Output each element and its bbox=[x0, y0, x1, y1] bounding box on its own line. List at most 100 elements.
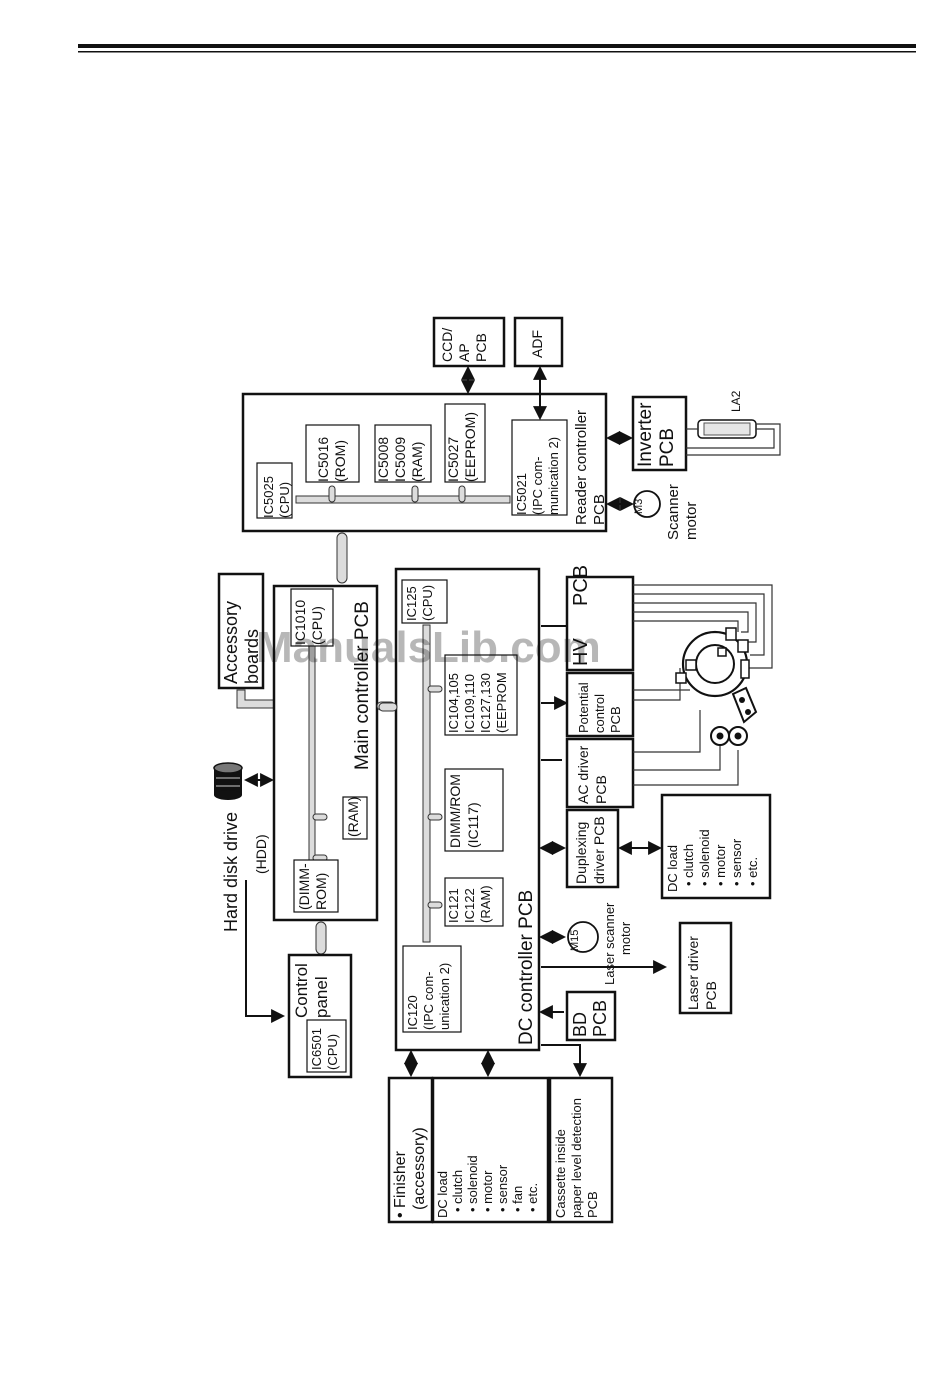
transport-belt bbox=[731, 686, 758, 724]
svg-text:Scanner motor: Scanner motor bbox=[665, 480, 700, 540]
diagram-text-line: (EEPROM) bbox=[462, 412, 478, 482]
diagram-text-line: PCB bbox=[703, 981, 719, 1010]
diagram-text-line: • motor bbox=[713, 844, 728, 886]
ac-driver-pcb: AC driver PCB bbox=[565, 737, 635, 809]
diagram-text-line: IC5027 bbox=[445, 437, 461, 482]
svg-text:Laser scanner motor: Laser scanner motor bbox=[602, 899, 633, 985]
dc-ic-ram: IC121 IC122 (RAM) bbox=[446, 885, 493, 923]
diagram-text-line: IC127,130 bbox=[478, 673, 493, 733]
svg-text:Duplexing driver PCB: Duplexing driver PCB bbox=[573, 816, 607, 884]
finisher-box: • Finisher (accessory) bbox=[387, 1076, 434, 1224]
diagram-text-line: IC109,110 bbox=[462, 674, 477, 733]
diagram-text-line: (RAM) bbox=[409, 442, 425, 482]
diagram-text-line: (RAM) bbox=[478, 885, 493, 923]
svg-text:DC load • clutch •: DC load • clutch • solenoid • motor • se… bbox=[435, 1152, 540, 1218]
main-controller-pcb: IC1010 (CPU) (RAM) (DIMM- ROM) Main cont… bbox=[272, 584, 396, 922]
diagram-text-line: PCB bbox=[570, 565, 592, 606]
diagram-text-line: Duplexing bbox=[573, 822, 589, 884]
svg-text:• Finisher (accessory): • Finisher (accessory) bbox=[392, 1127, 428, 1218]
diagram-text-line: • etc. bbox=[745, 857, 760, 886]
reader-ic-rom: IC5016 (ROM) bbox=[315, 433, 348, 482]
diagram-text-line: Cassette inside bbox=[553, 1129, 568, 1218]
diagram-text-line: (CPU) bbox=[420, 585, 435, 621]
diagram-text-line: IC5016 bbox=[315, 437, 331, 482]
diagram-text-line: IC5021 bbox=[514, 473, 529, 515]
laser-scanner-motor: M15 Laser scanner motor bbox=[567, 899, 633, 985]
diagram-text-line: IC5008 bbox=[375, 437, 391, 482]
dc-load-right: DC load • clutch • solenoid • motor • se… bbox=[660, 793, 772, 900]
diagram-text-line: boards bbox=[242, 629, 262, 684]
dc-ic-eeprom-box bbox=[444, 654, 518, 736]
laser-motor-symbol: M15 bbox=[569, 930, 581, 951]
panel-ic: IC6501 (CPU) bbox=[309, 1024, 340, 1070]
diagram-text-line: ADF bbox=[529, 330, 545, 358]
diagram-text-line: (RAM) bbox=[345, 797, 361, 837]
diagram-text-line: PCB bbox=[591, 494, 608, 525]
svg-text:Inverter PCB: Inverter PCB bbox=[635, 397, 678, 467]
svg-text:DC load • clutch •: DC load • clutch • solenoid • motor • se… bbox=[665, 826, 760, 892]
diagram-text-line: motor bbox=[683, 502, 700, 540]
diagram-text-line: • sensor bbox=[495, 1164, 510, 1212]
diagram-text-line: Laser driver bbox=[685, 936, 701, 1010]
diagram-text-line: Reader controller bbox=[573, 410, 590, 525]
hdd-sub: (HDD) bbox=[253, 834, 269, 874]
diagram-text-line: • fan bbox=[510, 1186, 525, 1212]
dc-ic-ram-box bbox=[444, 877, 504, 927]
diagram-text-line: PCB bbox=[593, 775, 609, 804]
svg-text:Cassette inside paper le: Cassette inside paper level detection PC… bbox=[553, 1094, 600, 1218]
diagram-text-line: panel bbox=[312, 976, 331, 1018]
diagram-text-line: motor bbox=[618, 921, 633, 955]
hard-disk-drive: Hard disk drive (HDD) bbox=[213, 762, 269, 932]
svg-text:AC driver PCB: AC driver PCB bbox=[575, 742, 609, 804]
bd-pcb: BD PCB bbox=[565, 990, 617, 1042]
accessory-boards: Accessory boards bbox=[217, 572, 275, 709]
reader-ic-ipc: IC5021 (IPC com- munication 2) bbox=[514, 437, 561, 515]
dc-ic-dimm: DIMM/ROM (IC117) bbox=[447, 770, 481, 848]
dc-ic-cpu: IC125 (CPU) bbox=[404, 583, 435, 621]
reader-ic-eeprom: IC5027 (EEPROM) bbox=[445, 412, 478, 482]
main-ic-ram: (RAM) bbox=[345, 797, 361, 837]
diagram-text-line: PCB bbox=[590, 1000, 610, 1037]
dc-load-bottom: DC load • clutch • solenoid • motor • se… bbox=[431, 1076, 550, 1224]
diagram-text-line: PCB bbox=[657, 428, 678, 467]
diagram-text-line: PCB bbox=[473, 333, 489, 362]
dc-cassette-link bbox=[541, 1044, 587, 1078]
svg-text:Laser driver PCB: Laser driver PCB bbox=[685, 932, 719, 1010]
main-controller-title: Main controller PCB bbox=[352, 601, 373, 770]
diagram-text-line: (DIMM- bbox=[296, 863, 312, 910]
diagram-text-line: HV bbox=[570, 638, 592, 666]
diagram-text-line: CCD/ bbox=[439, 328, 455, 362]
panel-ic-box bbox=[306, 1019, 347, 1073]
diagram-text-line: IC120 bbox=[405, 995, 420, 1030]
diagram-text-line: (CPU) bbox=[325, 1034, 340, 1070]
diagram-text-line: IC122 bbox=[462, 888, 477, 923]
diagram-text-line: DC load bbox=[665, 845, 680, 892]
diagram-text-line: (IC117) bbox=[465, 802, 481, 848]
scanner-motor: M3 Scanner motor bbox=[633, 480, 700, 540]
reader-controller-pcb: IC5025 (CPU) IC5016 (ROM) IC5008 IC5009 … bbox=[241, 392, 608, 533]
diagram-text-line: (CPU) bbox=[277, 482, 292, 518]
diagram-text-line: IC104,105 bbox=[446, 673, 461, 733]
diagram-text-line: Potential bbox=[576, 682, 591, 733]
ccd-ap-pcb: CCD/ AP PCB bbox=[432, 316, 506, 368]
drum-inner bbox=[695, 644, 735, 684]
diagram-text-line: control bbox=[592, 694, 607, 733]
main-ic-dimm: (DIMM- ROM) bbox=[296, 859, 329, 910]
diagram-text-line: IC1010 bbox=[292, 600, 308, 645]
diagram-text-line: BD bbox=[570, 1012, 590, 1037]
reader-ic-cpu-box bbox=[256, 462, 293, 519]
diagram-text-line: • solenoid bbox=[465, 1155, 480, 1212]
diagram-text-line: Control bbox=[292, 963, 311, 1018]
reader-main-connector bbox=[336, 532, 348, 584]
reader-ic-rom-box bbox=[305, 424, 360, 483]
diagram-text-line: munication 2) bbox=[546, 437, 561, 515]
reader-ic-ipc-box bbox=[511, 419, 568, 516]
svg-text:ADF: ADF bbox=[529, 330, 545, 358]
hdd-label: Hard disk drive bbox=[221, 812, 241, 932]
diagram-text-line: • sensor bbox=[729, 838, 744, 886]
reader-ic-ram: IC5008 IC5009 (RAM) bbox=[375, 433, 425, 482]
lamp-label: LA2 bbox=[729, 390, 743, 412]
control-panel: Control panel IC6501 (CPU) bbox=[287, 953, 353, 1079]
reader-ic-cpu: IC5025 (CPU) bbox=[261, 472, 292, 518]
